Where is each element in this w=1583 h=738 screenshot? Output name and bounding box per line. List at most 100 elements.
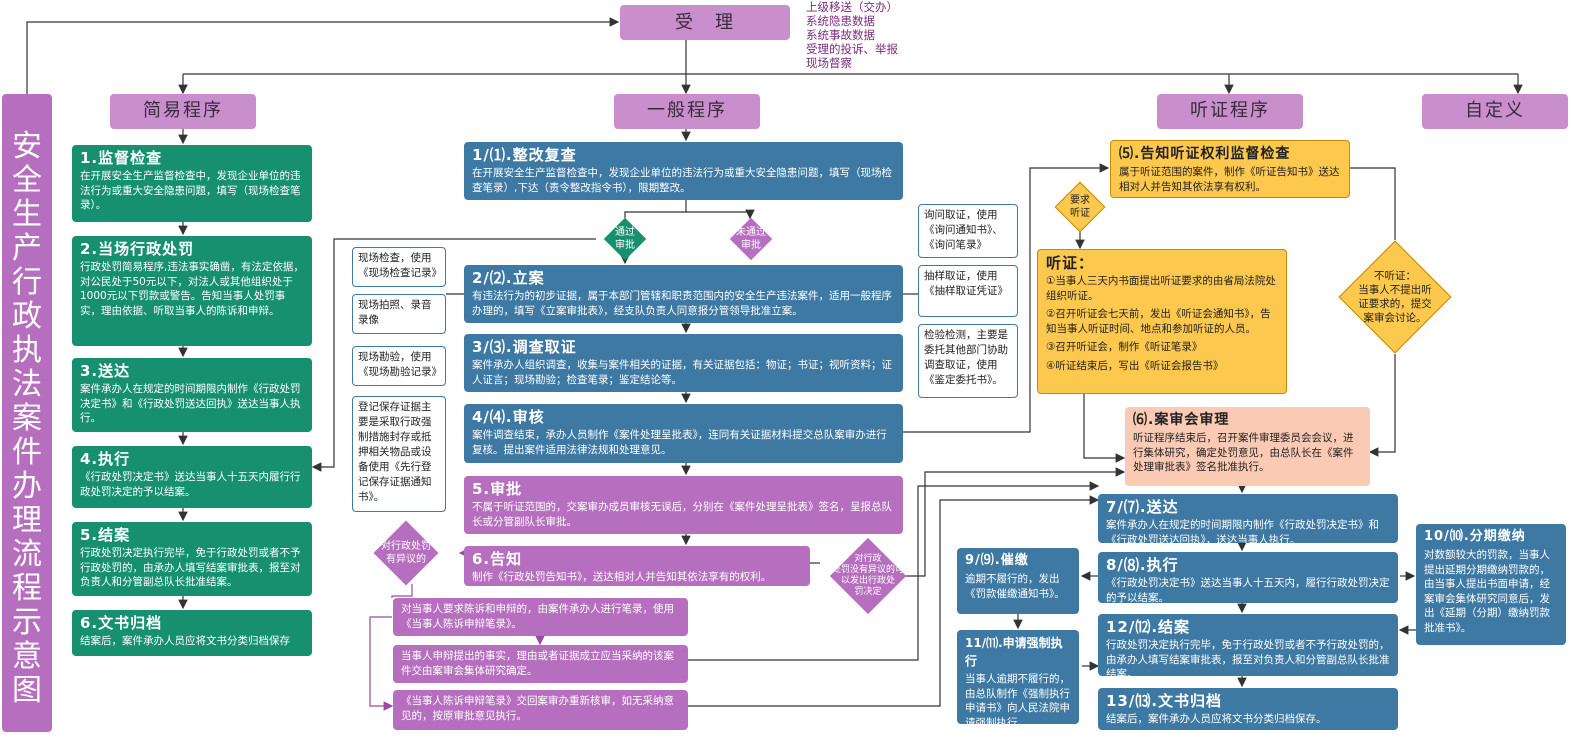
step-title: 13/⒀.文书归档	[1106, 692, 1223, 710]
left-note-3: 现场勘验，使用《现场勘验记录》	[352, 346, 446, 386]
hearing-notify: ⑸.告知听证权利监督检查属于听证范围的案件，制作《听证告知书》送达相对人并告知其…	[1110, 140, 1350, 198]
general-step-3: 3/⑶.调查取证案件承办人组织调查，收集与案件相关的证据，有关证据包括：物证；书…	[464, 334, 903, 392]
step-title: 1/⑴.整改复查	[472, 146, 577, 164]
general-step-1: 1/⑴.整改复查在开展安全生产监督检查中，发现企业单位的违法行为或重大安全隐患问…	[464, 142, 903, 200]
general-step-4: 4/⑷.审核案件调查结束，承办人员制作《案件处理呈批表》，连同有关证据材料提交总…	[464, 404, 903, 463]
enforce-step: 11/⑾.申请强制执行当事人逾期不履行的，由总队制作《强制执行申请书》向人民法院…	[957, 630, 1079, 724]
simple-step-2: 2.当场行政处罚行政处罚简易程序,违法事实确凿，有法定依据，对公民处于50元以下…	[72, 236, 312, 346]
step-desc: 在开展安全生产监督检查中，发现企业单位的违法行为或重大安全隐患问题，填写（现场检…	[80, 170, 301, 211]
step-title: 5.审批	[472, 480, 523, 498]
note-text: 现场检查，使用《现场检查记录》	[358, 252, 442, 279]
step-title: ⑸.告知听证权利监督检查	[1119, 146, 1291, 162]
decision-fail: 未通过 审批	[736, 227, 766, 251]
hearing-item: ③召开听证会，制作《听证笔录》	[1046, 341, 1203, 353]
accept-source-item: 现场督察	[806, 56, 852, 70]
step-title: 10/⑽.分期缴纳	[1424, 529, 1526, 544]
step-title: 12/⑿.结案	[1106, 618, 1191, 636]
final-step-7: 7/⑺.送达案件承办人在规定的时间期限内制作《行政处罚决定书》和《行政处罚送达回…	[1098, 494, 1398, 543]
step-desc: 行政处罚决定执行完毕，免于行政处罚或者不予行政处罚的，由承办人填写结案审批表，报…	[1106, 639, 1390, 676]
step-title: 1.监督检查	[80, 149, 163, 167]
step-desc: 《行政处罚决定书》送达当事人十五天内履行行政处罚决定的予以结案。	[80, 471, 301, 498]
hearing-item: ①当事人三天内书面提出听证要求的由省局法院处组织听证。	[1046, 275, 1276, 302]
decision-no-hearing: 不听证： 当事人不提出听 证要求的，提交 案审会讨论。	[1358, 270, 1432, 324]
objection-text: 对当事人要求陈诉和申辩的，由案件承办人进行笔录，使用《当事人陈诉申辩笔录》。	[401, 603, 674, 630]
step-desc: 案件承办人在规定的时间期限内制作《行政处罚决定书》和《行政处罚送达回执》送达当事…	[80, 383, 301, 424]
step-title: 11/⑾.申请强制执行	[965, 636, 1063, 668]
accept-box: 受 理	[620, 5, 790, 40]
note-text: 询问取证，使用《询问通知书》、《询问笔录》	[924, 209, 1003, 251]
right-note-1: 询问取证，使用《询问通知书》、《询问笔录》	[918, 204, 1018, 258]
step-desc: 案件承办人组织调查，收集与案件相关的证据，有关证据包括：物证；书证；视听资料；证…	[472, 359, 892, 386]
step-desc: 逾期不履行的，发出《罚款催缴通知书》。	[965, 573, 1065, 600]
decision-no-objection: 对行政 处罚没有异议的可 以发出行政处 罚决定	[831, 554, 905, 597]
branch-custom: 自定义	[1422, 94, 1568, 129]
step-desc: 行政处罚简易程序,违法事实确凿，有法定依据，对公民处于50元以下，对法人或其他组…	[80, 261, 304, 317]
step-title: 2.当场行政处罚	[80, 240, 195, 258]
decision-pass: 通过 审批	[615, 227, 635, 251]
step-title: 4.执行	[80, 450, 131, 468]
note-text: 检验检测，主要是委托其他部门协助调查取证，使用《鉴定委托书》。	[924, 329, 1008, 386]
final-step-13: 13/⒀.文书归档结案后，案件承办人员应将文书分类归档保存。	[1098, 688, 1398, 730]
step-desc: 听证程序结束后，召开案件审理委员会会议，进行集体研究，确定处罚意见，由总队长在《…	[1133, 432, 1354, 473]
step-title: 3.送达	[80, 362, 131, 380]
objection-text: 《当事人陈诉申辩笔录》交回案审办重新核审，如无采纳意见的，按原审批意见执行。	[401, 695, 674, 722]
note-text: 抽样取证，使用《抽样取证凭证》	[924, 270, 1008, 297]
final-step-8: 8/⑻.执行《行政处罚决定书》送达当事人十五天内，履行行政处罚决定的予以结案。	[1098, 552, 1398, 603]
installment-step: 10/⑽.分期缴纳对数额较大的罚款，当事人提出延期分期缴纳罚款的，由当事人提出书…	[1416, 524, 1566, 645]
branch-hearing-label: 听证程序	[1190, 100, 1270, 121]
step-desc: 对数额较大的罚款，当事人提出延期分期缴纳罚款的，由当事人提出书面申请，经案审会集…	[1424, 549, 1550, 634]
accept-label: 受 理	[675, 12, 735, 33]
simple-step-4: 4.执行《行政处罚决定书》送达当事人十五天内履行行政处罚决定的予以结案。	[72, 446, 312, 508]
diagram-title: 安全生产行政执法案件办理流程示意图	[2, 94, 52, 732]
step-desc: 案件承办人在规定的时间期限内制作《行政处罚决定书》和《行政处罚送达回执》，送达当…	[1106, 519, 1379, 543]
accept-source-list: 上级移送（交办） 系统隐患数据 系统事故数据 受理的投诉、举报 现场督察	[806, 0, 898, 70]
step-desc: 结案后，案件承办人员应将文书分类归档保存	[80, 635, 290, 647]
objection-step-1: 对当事人要求陈诉和申辩的，由案件承办人进行笔录，使用《当事人陈诉申辩笔录》。	[393, 598, 688, 636]
simple-step-3: 3.送达案件承办人在规定的时间期限内制作《行政处罚决定书》和《行政处罚送达回执》…	[72, 358, 312, 432]
objection-step-2: 当事人申辩提出的事实，理由或者证据成立应当采纳的该案件交由案审会集体研究确定。	[393, 645, 688, 683]
step-title: 7/⑺.送达	[1106, 498, 1179, 516]
step-desc: 有违法行为的初步证据，属于本部门管辖和职责范围内的安全生产违法案件，适用一般程序…	[472, 290, 892, 317]
branch-general: 一般程序	[614, 94, 760, 129]
final-step-12: 12/⑿.结案行政处罚决定执行完毕，免于行政处罚或者不予行政处罚的，由承办人填写…	[1098, 614, 1398, 676]
left-note-1: 现场检查，使用《现场检查记录》	[352, 247, 446, 287]
step-title: 4/⑷.审核	[472, 408, 545, 426]
step-desc: 当事人逾期不履行的，由总队制作《强制执行申请书》向人民法院申请强制执行。	[965, 673, 1070, 724]
branch-simple-label: 简易程序	[143, 100, 223, 121]
note-text: 现场勘验，使用《现场勘验记录》	[358, 351, 442, 378]
right-note-2: 抽样取证，使用《抽样取证凭证》	[918, 265, 1018, 317]
left-note-4: 登记保存证据主要是采取行政强制措施封存或抵押相关物品或设备使用《先行登记保存证据…	[352, 396, 446, 512]
step-desc: 制作《行政处罚告知书》，送达相对人并告知其依法享有的权利。	[472, 571, 772, 583]
simple-step-5: 5.结案行政处罚决定执行完毕，免于行政处罚或者不予行政处罚的，由承办人填写结案审…	[72, 522, 312, 596]
step-desc: 行政处罚决定执行完毕，免于行政处罚或者不予行政处罚的，由承办人填写结案审批表，报…	[80, 547, 301, 588]
step-desc: 案件调查结束，承办人员制作《案件处理呈批表》，连同有关证据材料提交总队案审办进行…	[472, 429, 887, 456]
step-title: 8/⑻.执行	[1106, 556, 1179, 574]
branch-hearing: 听证程序	[1157, 94, 1303, 129]
step-title: 3/⑶.调查取证	[472, 338, 577, 356]
step-desc: 《行政处罚决定书》送达当事人十五天内，履行行政处罚决定的予以结案。	[1106, 577, 1390, 603]
general-step-2: 2/⑵.立案有违法行为的初步证据，属于本部门管辖和职责范围内的安全生产违法案件，…	[464, 265, 903, 323]
general-step-6: 6.告知制作《行政处罚告知书》，送达相对人并告知其依法享有的权利。	[464, 546, 810, 586]
branch-custom-label: 自定义	[1465, 100, 1525, 121]
decision-request: 要求 听证	[1070, 195, 1090, 219]
hearing-box: 听证： ①当事人三天内书面提出听证要求的由省局法院处组织听证。 ②召开听证会七天…	[1037, 249, 1287, 394]
note-text: 现场拍照、录音录像	[358, 299, 432, 326]
step-title: 6.文书归档	[80, 614, 163, 632]
step-desc: 在开展安全生产监督检查中，发现企业单位的违法行为或重大安全隐患问题，填写（现场检…	[472, 167, 892, 194]
decision-objection: 对行政处罚 有异议的	[381, 541, 431, 565]
urge-step: 9/⑼.催缴逾期不履行的，发出《罚款催缴通知书》。	[957, 548, 1079, 614]
accept-source-item: 上级移送（交办）	[806, 0, 898, 14]
simple-step-1: 1.监督检查在开展安全生产监督检查中，发现企业单位的违法行为或重大安全隐患问题，…	[72, 145, 312, 222]
hearing-item: ②召开听证会七天前，发出《听证会通知书》，告知当事人听证时间、地点和参加听证的人…	[1046, 308, 1271, 335]
note-text: 登记保存证据主要是采取行政强制措施封存或抵押相关物品或设备使用《先行登记保存证据…	[358, 401, 432, 503]
step-desc: 不属于听证范围的，交案审办成员审核无误后，分别在《案件处理呈批表》签名，呈报总队…	[472, 501, 892, 528]
step-title: 9/⑼.催缴	[965, 553, 1029, 568]
step-title: 6.告知	[472, 550, 523, 568]
objection-text: 当事人申辩提出的事实，理由或者证据成立应当采纳的该案件交由案审会集体研究确定。	[401, 650, 674, 677]
branch-general-label: 一般程序	[647, 100, 727, 121]
step-title: 2/⑵.立案	[472, 269, 545, 287]
branch-simple: 简易程序	[110, 94, 256, 129]
right-note-3: 检验检测，主要是委托其他部门协助调查取证，使用《鉴定委托书》。	[918, 324, 1018, 398]
objection-step-3: 《当事人陈诉申辩笔录》交回案审办重新核审，如无采纳意见的，按原审批意见执行。	[393, 690, 688, 730]
